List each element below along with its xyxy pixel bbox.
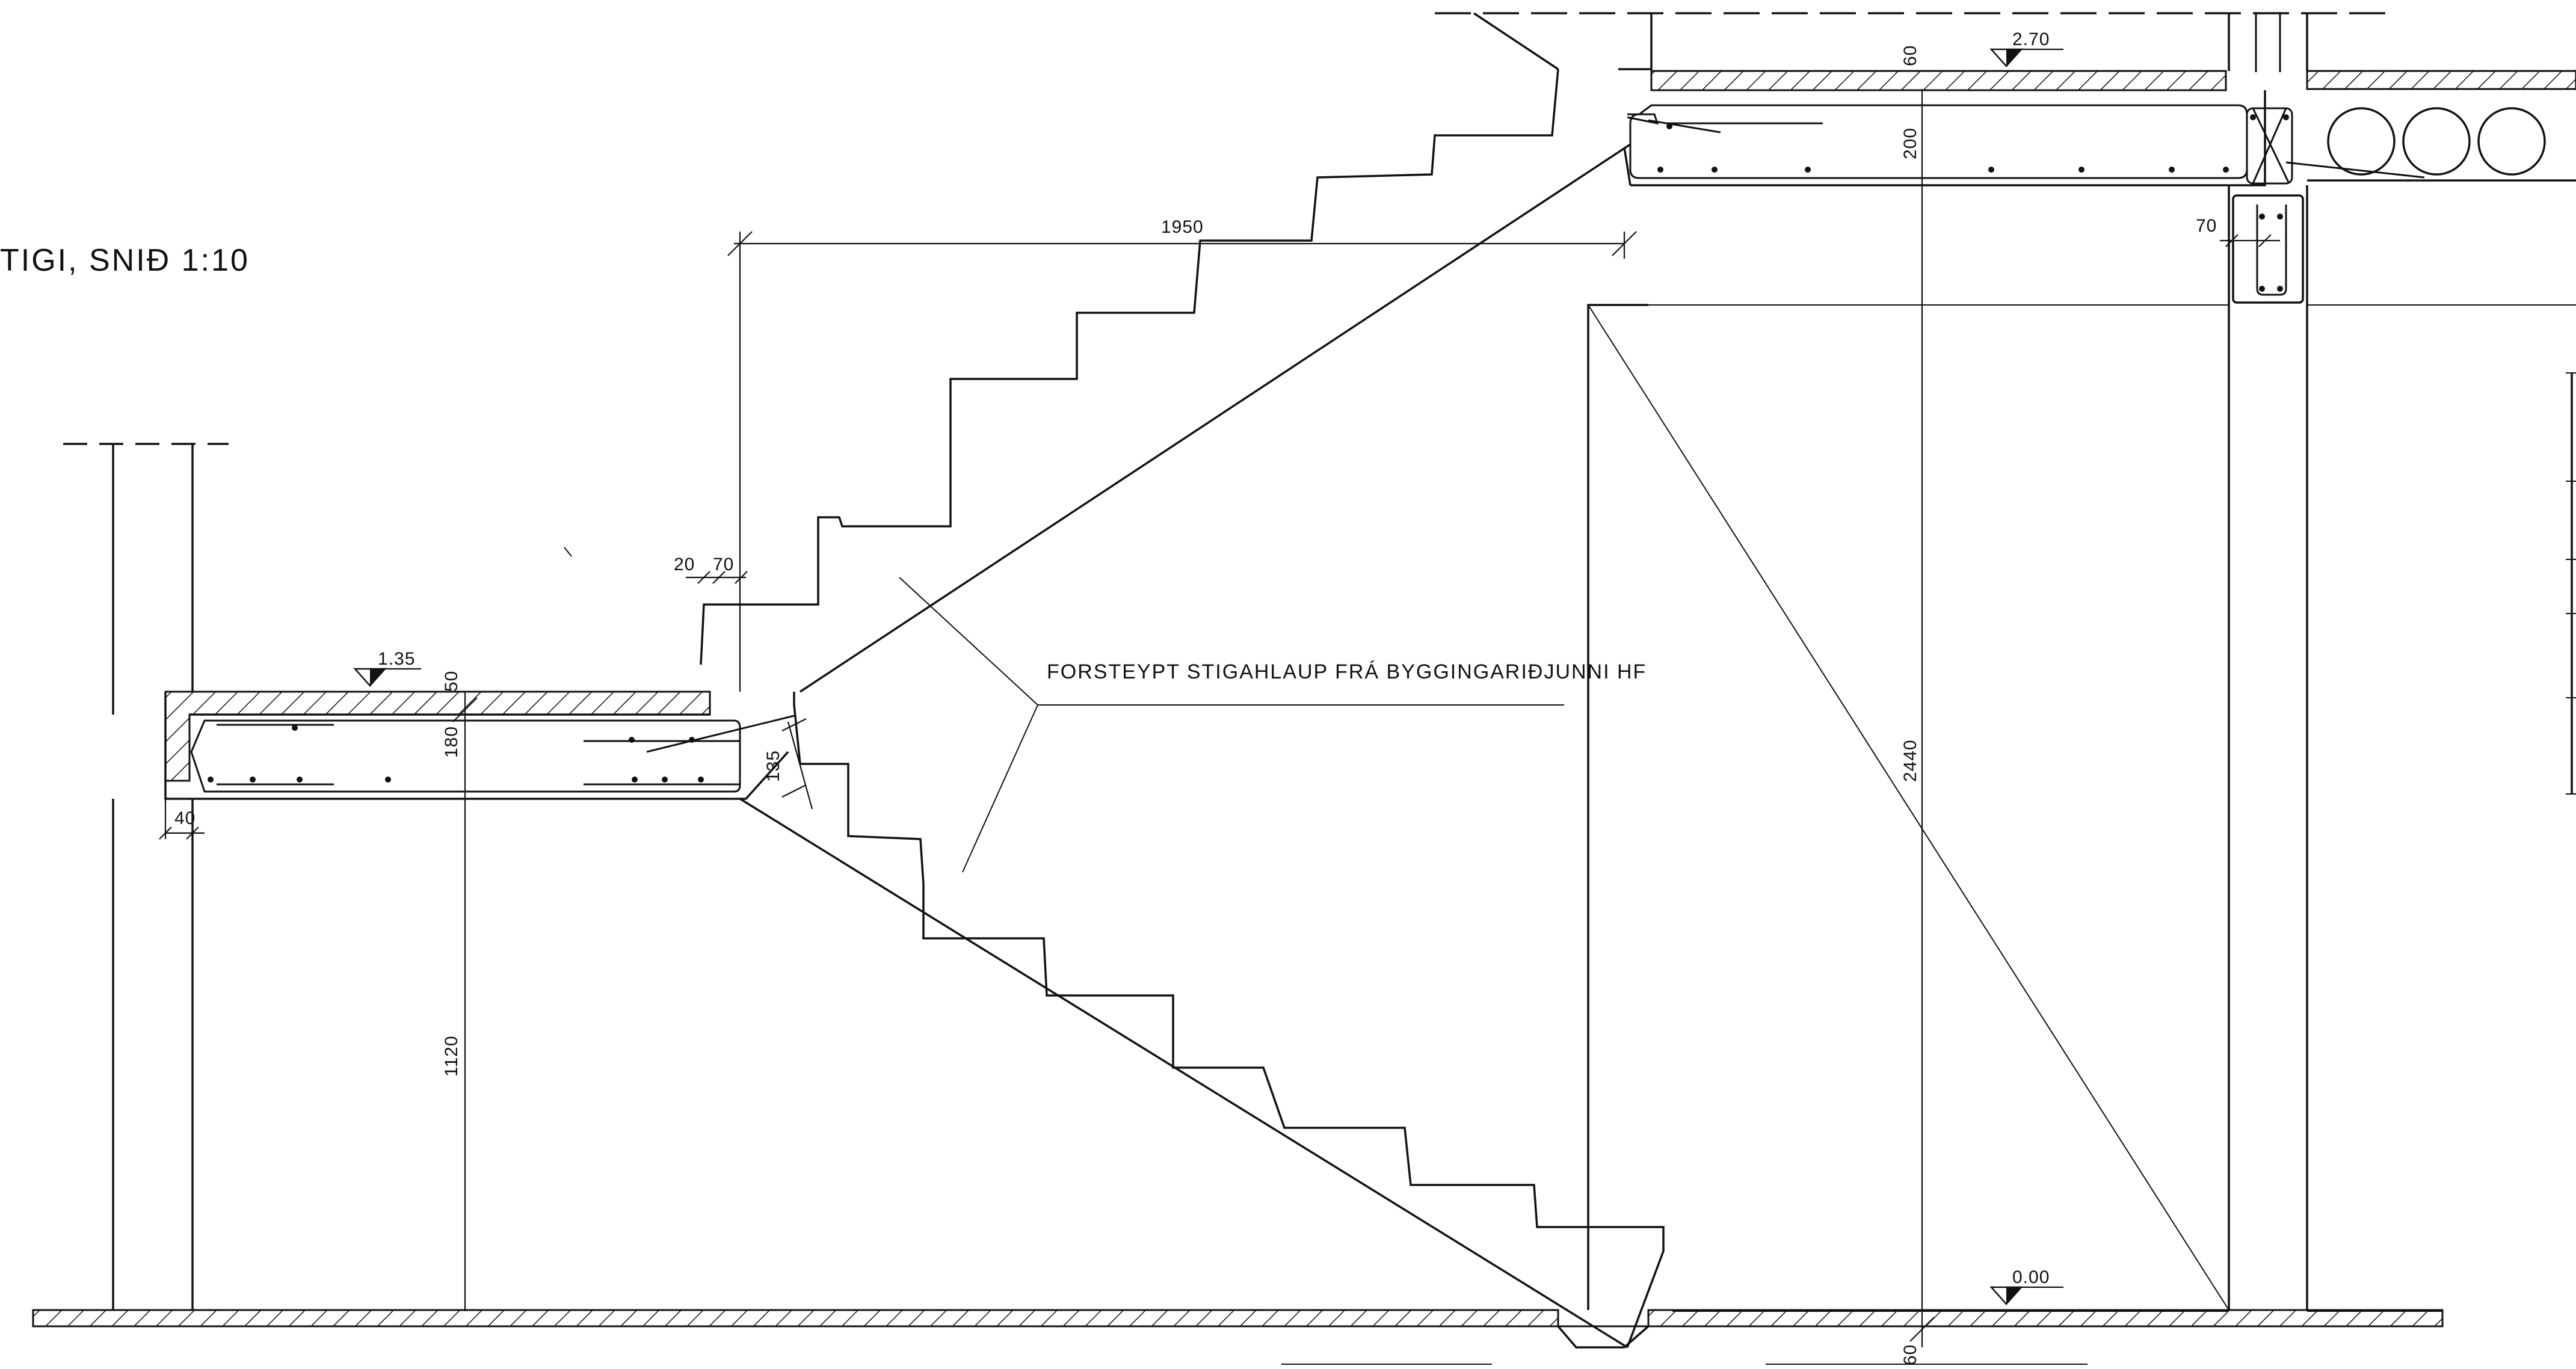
dim-landing-thickness: 180 [442, 726, 461, 758]
dim-landing-cover: 50 [442, 671, 461, 692]
level-ground: 0.00 [2012, 1267, 2050, 1287]
level-marker-ground [1989, 1286, 2063, 1305]
left-wall [63, 443, 229, 1317]
dim-flight-thickness: 135 [763, 750, 783, 782]
landing-slab [164, 691, 795, 800]
dim-joint-b: 70 [713, 555, 734, 574]
level-upper: 2.70 [2012, 29, 2050, 49]
dim-landing-edge-marks [159, 799, 205, 840]
dim-beam-width: 70 [2196, 216, 2217, 236]
dim-run-length: 1950 [1161, 217, 1204, 237]
dim-135-marks [781, 718, 813, 810]
right-frame-edge [2566, 372, 2576, 795]
door-opening [1587, 304, 2229, 1311]
dim-upper-slab-thickness: 200 [1900, 128, 1920, 159]
drawing-title: TIGI, SNIÐ 1:10 [0, 243, 250, 278]
precast-stair-note: FORSTEYPT STIGAHLAUP FRÁ BYGGINGARIÐJUNN… [1047, 660, 1647, 683]
level-marker-landing [353, 668, 421, 687]
ground-floor-slab [32, 1309, 2444, 1365]
dim-1120 [452, 692, 478, 1311]
dim-2440 [1909, 89, 1935, 1347]
dim-joint-marks [686, 571, 748, 584]
level-marker-upper [1989, 48, 2063, 67]
right-column [1648, 12, 2576, 1312]
level-landing: 1.35 [378, 649, 415, 669]
stair-flight [700, 12, 1665, 1349]
dim-total-height: 2440 [1900, 739, 1920, 782]
note-leaders [564, 547, 1564, 873]
dim-landing-edge: 40 [174, 808, 196, 828]
dim-landing-height: 1120 [442, 1035, 461, 1077]
dim-joint-a: 20 [674, 555, 695, 574]
dim-floor-thickness: 60 [1900, 1344, 1920, 1365]
dim-beam-marks [2220, 234, 2280, 247]
dim-upper-slab-cover: 60 [1900, 45, 1920, 66]
dim-1950 [727, 231, 1637, 692]
